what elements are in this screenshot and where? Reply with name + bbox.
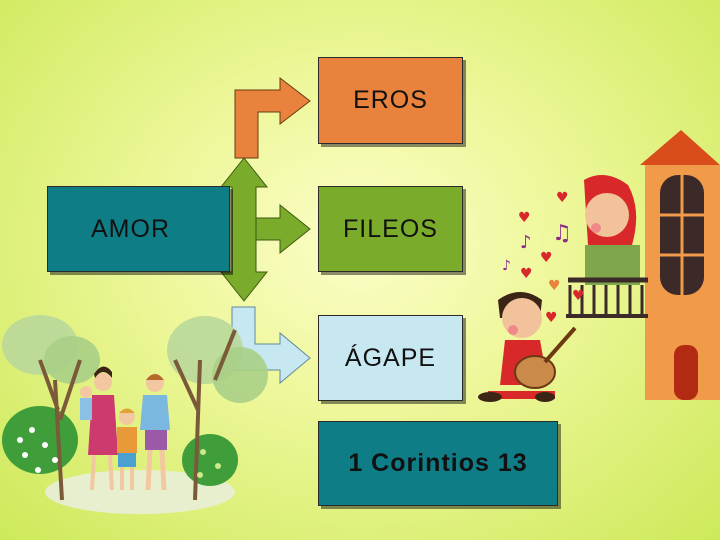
svg-text:♥: ♥ — [518, 210, 531, 226]
eros-label: EROS — [353, 86, 428, 114]
amor-label: AMOR — [91, 214, 170, 243]
arrow-to-eros — [234, 76, 311, 159]
balcony-woman — [566, 175, 648, 318]
father-figure — [140, 374, 170, 491]
building — [640, 130, 720, 400]
svg-text:♪: ♪ — [520, 232, 532, 253]
eros-box: EROS — [318, 57, 463, 144]
svg-text:♥: ♥ — [520, 266, 533, 282]
svg-text:♥: ♥ — [572, 288, 585, 304]
arrow-to-fileos — [255, 203, 311, 255]
svg-text:♫: ♫ — [552, 221, 572, 246]
fileos-box: FILEOS — [318, 186, 463, 272]
agape-label: ÁGAPE — [344, 343, 437, 372]
svg-text:♥: ♥ — [540, 250, 553, 266]
guitarist — [478, 292, 577, 402]
svg-text:♥: ♥ — [545, 310, 558, 326]
reference-box: 1 Corintios 13 — [318, 421, 558, 506]
fileos-label: FILEOS — [343, 214, 438, 243]
mother-figure — [80, 366, 118, 491]
svg-text:♪: ♪ — [502, 258, 511, 274]
tree-right — [167, 316, 268, 501]
agape-box: ÁGAPE — [318, 315, 463, 401]
amor-box: AMOR — [47, 186, 230, 272]
child-figure — [117, 408, 137, 490]
svg-text:♥: ♥ — [556, 190, 569, 206]
reference-label: 1 Corintios 13 — [348, 449, 528, 477]
hearts-and-notes: ♥ ♥ ♥ ♥ ♥ ♥ ♥ ♪ ♫ ♪ — [502, 190, 585, 326]
svg-text:♥: ♥ — [548, 278, 561, 294]
tree-left — [2, 315, 100, 501]
